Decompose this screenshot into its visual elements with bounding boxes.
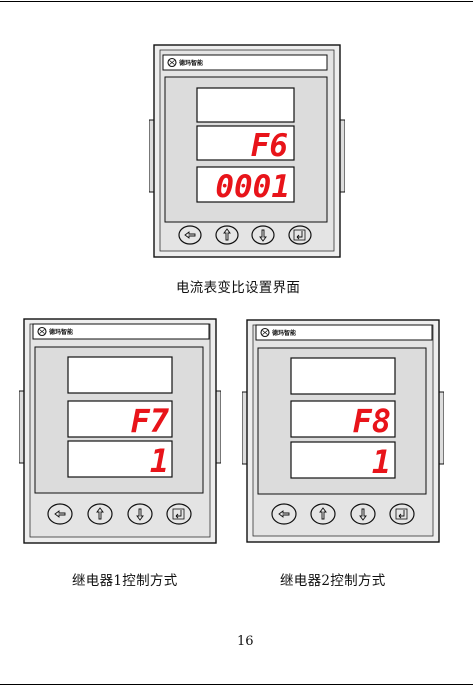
enter-icon <box>175 510 182 519</box>
brand-name: 德玛智能 <box>48 328 73 336</box>
left-button[interactable] <box>47 503 73 525</box>
display-row-1 <box>67 356 173 394</box>
row-3-value: 1 <box>150 442 169 480</box>
brand-logo-icon <box>260 327 270 338</box>
up-arrow-icon <box>96 507 104 520</box>
up-button[interactable] <box>310 503 336 525</box>
page-number: 16 <box>237 634 254 649</box>
display-row-3 <box>67 440 173 478</box>
enter-icon <box>398 510 405 519</box>
display-row-2 <box>290 400 396 438</box>
enter-button[interactable] <box>288 225 312 245</box>
up-button[interactable] <box>215 225 239 245</box>
display-row-2 <box>67 400 173 438</box>
meter-current-ratio: 德玛智能 F6 0001 <box>149 44 345 259</box>
enter-icon <box>296 231 303 240</box>
up-arrow-icon <box>319 507 327 520</box>
caption-meter-2: 继电器1控制方式 <box>72 573 178 589</box>
left-button[interactable] <box>271 503 297 525</box>
display-row-1 <box>196 87 295 123</box>
down-button[interactable] <box>127 503 153 525</box>
enter-button[interactable] <box>166 503 192 525</box>
left-arrow-icon <box>54 510 66 518</box>
meter-relay-2: 德玛智能 F8 1 <box>242 318 444 544</box>
row-3-value: 1 <box>372 443 391 481</box>
row-2-value: F8 <box>352 402 391 440</box>
brand-name: 德玛智能 <box>178 59 203 67</box>
up-arrow-icon <box>223 228 231 241</box>
top-rule <box>0 1 473 2</box>
meter-relay-1: 德玛智能 F7 1 <box>19 317 221 545</box>
down-arrow-icon <box>359 508 367 521</box>
caption-meter-3: 继电器2控制方式 <box>280 573 386 589</box>
left-button[interactable] <box>178 225 202 245</box>
row-2-value: F7 <box>130 402 169 440</box>
brand-logo-icon <box>167 57 177 68</box>
left-arrow-icon <box>184 231 196 239</box>
down-arrow-icon <box>259 229 267 242</box>
left-arrow-icon <box>278 510 290 518</box>
display-row-2 <box>196 125 295 161</box>
bottom-rule <box>0 684 473 685</box>
down-button[interactable] <box>251 225 275 245</box>
caption-meter-1: 电流表变比设置界面 <box>176 280 301 296</box>
row-3-value: 0001 <box>215 169 290 205</box>
down-arrow-icon <box>136 508 144 521</box>
row-2-value: F6 <box>251 128 288 164</box>
up-button[interactable] <box>87 503 113 525</box>
enter-button[interactable] <box>389 503 415 525</box>
down-button[interactable] <box>350 503 376 525</box>
display-row-3 <box>290 441 396 479</box>
display-row-3 <box>196 166 295 203</box>
display-row-1 <box>290 357 396 395</box>
brand-logo-icon <box>37 326 47 337</box>
brand-name: 德玛智能 <box>271 329 296 337</box>
